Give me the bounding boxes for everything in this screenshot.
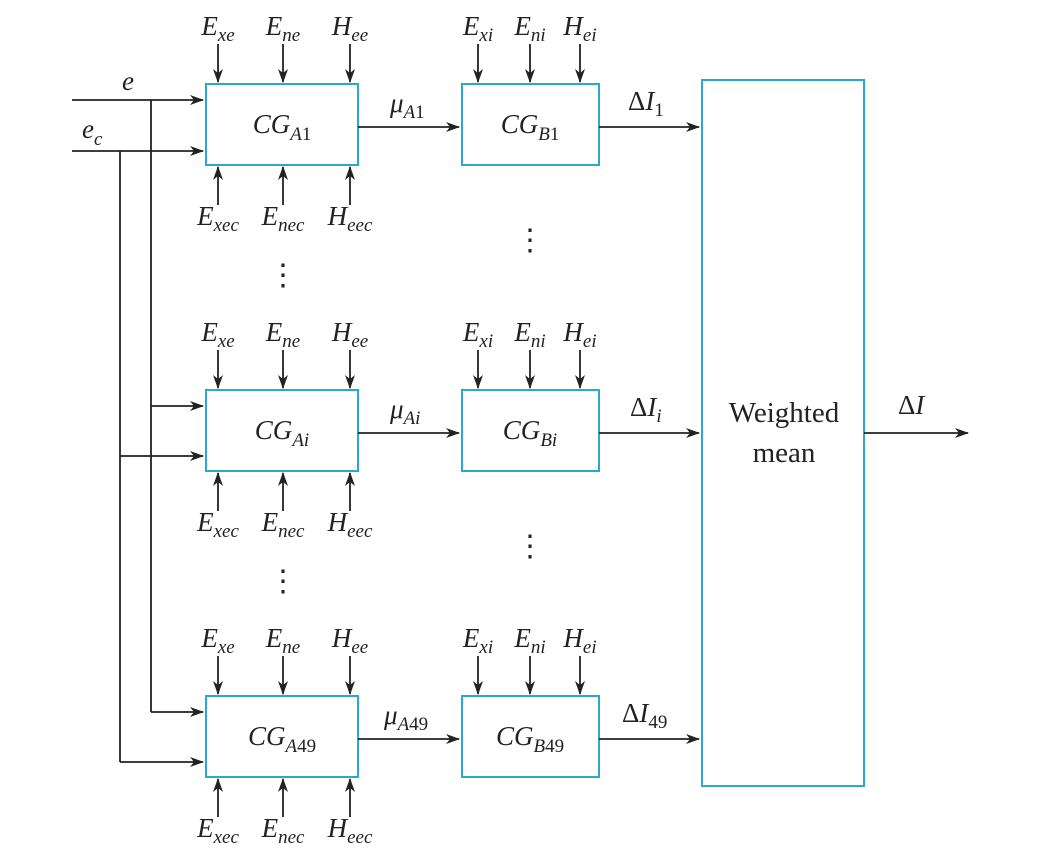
param-hei-label: Hei [562, 11, 596, 46]
cg-a1-label: CGA1 [253, 109, 312, 145]
input-e-label: e [122, 66, 134, 96]
output-delta-i-label: ΔI [898, 390, 926, 420]
ellipsis-b-upper: ⋮ [515, 224, 545, 257]
param-exi-label: Exi [462, 623, 493, 658]
param-enec-label: Enec [261, 813, 305, 848]
param-hee-label: Hee [331, 317, 368, 352]
cg-bi-label: CGBi [503, 415, 557, 451]
param-heec-label: Heec [327, 201, 373, 236]
param-heec-label: Heec [327, 507, 373, 542]
ellipsis-b-lower: ⋮ [515, 530, 545, 563]
param-hei-label: Hei [562, 317, 596, 352]
input-ec-label: ec [82, 114, 103, 150]
ellipsis-a-lower: ⋮ [268, 565, 298, 598]
weighted-mean-line2: mean [753, 437, 816, 469]
param-exec-label: Exec [196, 201, 239, 236]
delta-i1-label: ΔI1 [628, 86, 664, 121]
param-exe-label: Exe [200, 623, 234, 658]
mu-a49-label: μA49 [383, 700, 428, 735]
cg-a49-label: CGA49 [248, 721, 316, 757]
param-exi-label: Exi [462, 317, 493, 352]
cg-b49-label: CGB49 [496, 721, 564, 757]
ellipsis-a-upper: ⋮ [268, 259, 298, 292]
param-ene-label: Ene [265, 11, 300, 46]
param-hee-label: Hee [331, 11, 368, 46]
weighted-mean-block [701, 79, 865, 787]
param-enec-label: Enec [261, 507, 305, 542]
cg-a1-block [205, 83, 359, 166]
param-eni-label: Eni [513, 11, 545, 46]
cg-b1-block [461, 83, 600, 166]
param-exec-label: Exec [196, 813, 239, 848]
mu-a1-label: μA1 [389, 88, 425, 123]
param-hei-label: Hei [562, 623, 596, 658]
row-1: CGA1 μA1 CGB1 ΔI1 Exe Ene Hee Exec Enec … [196, 11, 700, 236]
cg-a49-block [205, 695, 359, 778]
row-49: CGA49 μA49 CGB49 ΔI49 Exe Ene Hee Exec E… [196, 623, 700, 848]
weighted-mean-line1: Weighted [729, 397, 840, 429]
weighted-mean-group: Weighted mean [701, 79, 865, 787]
param-hee-label: Hee [331, 623, 368, 658]
param-exec-label: Exec [196, 507, 239, 542]
cg-b49-block [461, 695, 600, 778]
param-exi-label: Exi [462, 11, 493, 46]
input-wires [72, 95, 204, 767]
param-ene-label: Ene [265, 317, 300, 352]
param-heec-label: Heec [327, 813, 373, 848]
mu-ai-label: μAi [389, 394, 420, 429]
cg-ai-block [205, 389, 359, 472]
delta-ii-label: ΔIi [630, 392, 662, 427]
cg-b1-label: CGB1 [501, 109, 560, 145]
param-ene-label: Ene [265, 623, 300, 658]
cg-ai-label: CGAi [255, 415, 309, 451]
param-eni-label: Eni [513, 623, 545, 658]
cg-bi-block [461, 389, 600, 472]
param-eni-label: Eni [513, 317, 545, 352]
param-enec-label: Enec [261, 201, 305, 236]
param-exe-label: Exe [200, 317, 234, 352]
row-i: CGAi μAi CGBi ΔIi Exe Ene Hee Exec Enec … [196, 317, 700, 542]
param-exe-label: Exe [200, 11, 234, 46]
delta-i49-label: ΔI49 [622, 698, 667, 733]
